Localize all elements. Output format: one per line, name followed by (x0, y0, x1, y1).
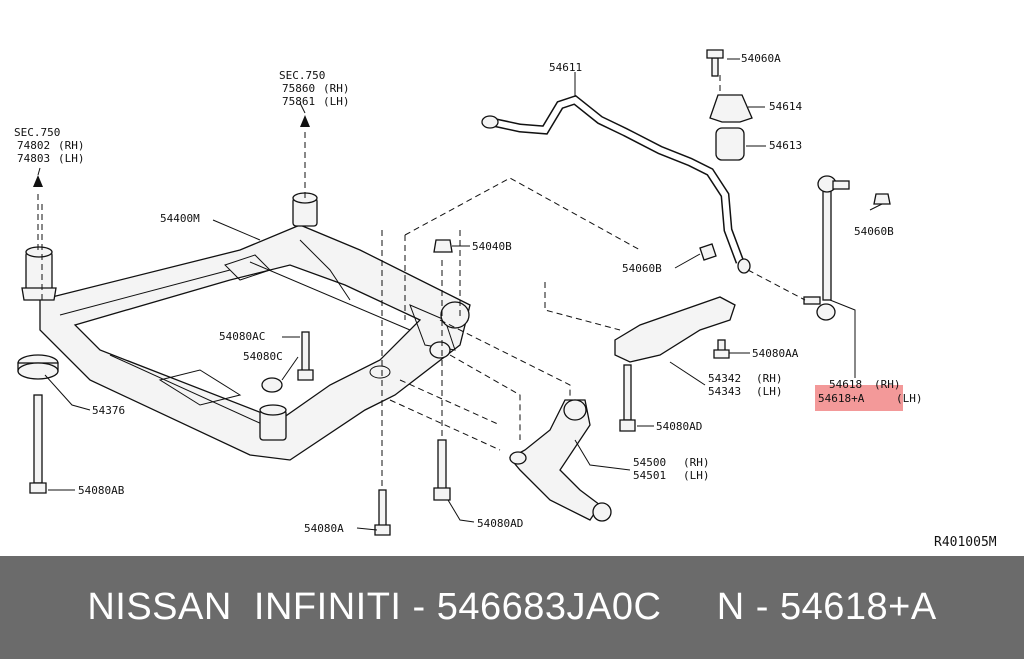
bolt-54080ad-upper (623, 364, 632, 421)
lower-arm-54500 (508, 399, 601, 521)
part-number-text: NISSAN INFINITI - 546683JA0C N - 54618+A (87, 586, 937, 628)
label-74803-side: (LH) (58, 152, 85, 165)
label-54500-side: (RH) (683, 456, 710, 469)
label-54611: 54611 (549, 61, 582, 74)
nut-54060b-mid (699, 243, 717, 261)
bolt-54060a (711, 57, 719, 77)
label-54618a: 54618+A (818, 392, 865, 405)
bracket-54342 (614, 296, 736, 363)
suspension-parts-diagram: SEC.750 75860 (RH) 75861 (LH) SEC.750 74… (14, 49, 997, 550)
bolt-54080ac (301, 331, 310, 373)
label-54501-side: (LH) (683, 469, 710, 482)
bushing-54613 (715, 127, 745, 161)
label-54343: 54343 (708, 385, 741, 398)
label-54613: 54613 (769, 139, 802, 152)
bracket-54614 (709, 94, 753, 123)
label-54618a-side: (LH) (896, 392, 923, 405)
bolt-54080a (378, 489, 387, 529)
label-54080ab: 54080AB (78, 484, 125, 497)
stabilizer-link-54618 (803, 175, 850, 321)
label-74802-side: (RH) (58, 139, 85, 152)
label-54080a: 54080A (304, 522, 344, 535)
label-54080c: 54080C (243, 350, 283, 363)
bolt-54080ad-lower (437, 439, 447, 491)
label-74802: 74802 (17, 139, 50, 152)
label-54342-side: (RH) (756, 372, 783, 385)
stabilizer-bar-54611 (491, 94, 745, 264)
label-54343-side: (LH) (756, 385, 783, 398)
label-54400m: 54400M (160, 212, 200, 225)
subframe-54400m (21, 192, 471, 461)
label-54080aa: 54080AA (752, 347, 799, 360)
bolt-54080ab (33, 394, 43, 484)
label-54500: 54500 (633, 456, 666, 469)
label-75861-side: (LH) (323, 95, 350, 108)
label-54040b: 54040B (472, 240, 512, 253)
label-54376: 54376 (92, 404, 125, 417)
label-54060b-mid: 54060B (622, 262, 662, 275)
label-54614: 54614 (769, 100, 802, 113)
label-54080ad-lower: 54080AD (477, 517, 523, 530)
label-54618-side: (RH) (874, 378, 901, 391)
label-54080ac: 54080AC (219, 330, 265, 343)
washer-54080c (261, 377, 283, 393)
reference-code: R401005M (934, 535, 997, 550)
label-75861: 75861 (282, 95, 315, 108)
label-54501: 54501 (633, 469, 666, 482)
part-number-banner: NISSAN INFINITI - 546683JA0C N - 54618+A (0, 556, 1024, 659)
dashed-assembly-outline (404, 177, 641, 331)
highlight-54618A (815, 385, 903, 411)
label-75860-side: (RH) (323, 82, 350, 95)
arrow-up-icon (300, 115, 310, 127)
label-54060a: 54060A (741, 52, 781, 65)
arrow-up-icon (33, 175, 43, 187)
label-54080ad-upper: 54080AD (656, 420, 702, 433)
label-54060b-top: 54060B (854, 225, 894, 238)
label-74803: 74803 (17, 152, 50, 165)
nut-54060b-top (873, 193, 891, 205)
label-54618: 54618 (829, 378, 862, 391)
label-75860: 75860 (282, 82, 315, 95)
nut-54040b (433, 239, 453, 253)
label-sec750-left: SEC.750 (14, 126, 60, 139)
label-54342: 54342 (708, 372, 741, 385)
label-sec750-right: SEC.750 (279, 69, 325, 82)
